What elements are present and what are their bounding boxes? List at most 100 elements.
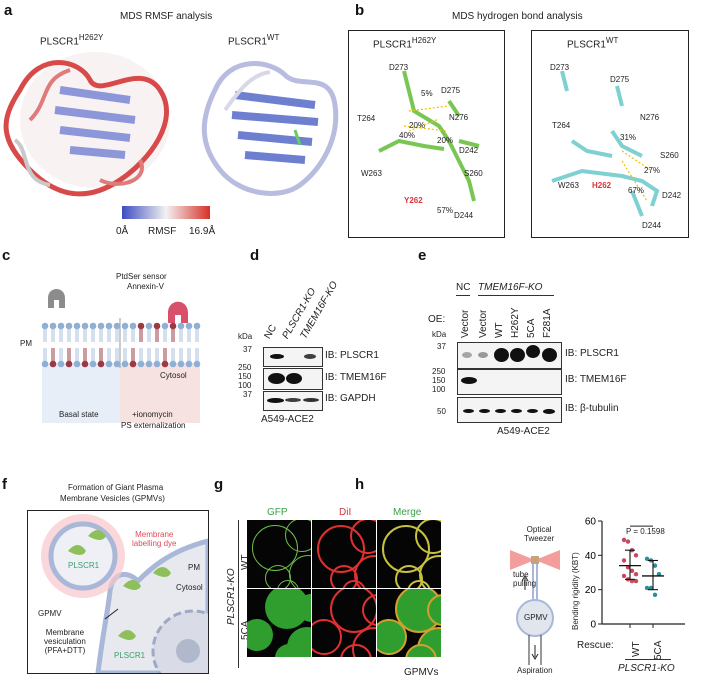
lipid-head (41, 322, 49, 330)
data-point-wt (625, 539, 631, 544)
channel-header-dil: DiI (339, 507, 352, 518)
cell-line-label: A549-ACE2 (497, 426, 550, 437)
lipid-head (177, 360, 185, 368)
data-point-wt (621, 558, 627, 563)
annexin-unbound-icon (48, 289, 65, 308)
lipid-head (105, 322, 113, 330)
lipid-head (185, 322, 193, 330)
mutant-name: PLSCR1 (40, 36, 79, 48)
residue-label: D273 (389, 63, 409, 72)
data-point-5ca (644, 556, 650, 561)
hbond-percent: 31% (620, 133, 637, 142)
f-title-line1: Formation of Giant Plasma (68, 483, 164, 492)
vesicle (330, 589, 376, 633)
oe-label: OE: (428, 314, 446, 325)
hbond-percent: 27% (644, 166, 661, 175)
panel-g-label: g (214, 476, 224, 493)
vesicle (285, 520, 311, 552)
data-point-5ca (652, 563, 658, 568)
treated-region (120, 363, 200, 423)
lane-label: 5CA (526, 318, 537, 338)
lipid-head (49, 322, 57, 330)
dye-line2: labelling dye (132, 539, 177, 548)
group-nc: NC (456, 282, 471, 293)
basal-region (42, 363, 120, 423)
tube-line2: pulling (513, 579, 537, 588)
micrograph-5ca-gfp (247, 589, 311, 657)
lipid-head (49, 360, 57, 368)
marker: 150 (432, 376, 446, 385)
lipid-head (105, 360, 113, 368)
residue-label-y262: Y262 (404, 196, 423, 205)
lipid-head (185, 360, 193, 368)
marker: 50 (437, 407, 446, 416)
protein-label: PLSCR1 (114, 651, 146, 660)
sensor-line2: Annexin-V (127, 282, 164, 291)
residue-label: S260 (464, 169, 483, 178)
lane-label: Vector (478, 309, 489, 338)
tweezer-line1: Optical (526, 525, 552, 534)
group-ko: TMEM16F-KO (478, 282, 542, 293)
protein-label: PLSCR1 (68, 561, 100, 570)
group-label: PLSCR1-KO (226, 568, 237, 625)
lipid-head (65, 360, 73, 368)
wt-structure (201, 61, 339, 196)
lipid-head (129, 322, 137, 330)
hbond-percent: 5% (421, 89, 433, 98)
hbond-mutant-header: PLSCR1H262Y (373, 36, 436, 50)
marker: 250 (432, 367, 446, 376)
residue-label-h262: H262 (592, 181, 612, 190)
residue-label: D273 (550, 63, 570, 72)
lipid-head (145, 360, 153, 368)
marker: 37 (437, 342, 446, 351)
vesic-line3: (PFA+DTT) (44, 646, 86, 655)
channel-header-merge: Merge (393, 507, 422, 518)
vesicle (415, 520, 441, 554)
treated-line1: +ionomycin (132, 410, 173, 419)
marker: 100 (238, 381, 252, 390)
residue-label: D242 (459, 146, 479, 155)
ib-label: IB: GAPDH (325, 393, 376, 404)
lipid-head (161, 322, 169, 330)
micrograph-wt-gfp (247, 520, 311, 588)
kda-label: kDa (238, 332, 253, 341)
residue-label: N276 (449, 113, 469, 122)
wt-sticks (551, 70, 660, 217)
residue-label: T264 (357, 114, 376, 123)
mutant-sticks (378, 70, 480, 202)
lipid-head (81, 322, 89, 330)
vesic-line2: vesiculation (44, 637, 86, 646)
lipid-head (73, 322, 81, 330)
gpmvs-label: GPMVs (404, 667, 439, 678)
panel-b-title: MDS hydrogen bond analysis (452, 11, 583, 22)
lipid-head (193, 360, 201, 368)
p-value-label: P = 0.1598 (626, 527, 665, 536)
panel-a-label: a (4, 2, 13, 19)
blot-tmem16f-e (457, 369, 562, 395)
marker: 100 (432, 385, 446, 394)
micrograph-5ca-dii (312, 589, 376, 657)
y-tick-label: 60 (585, 517, 597, 528)
blot-gapdh (263, 391, 323, 411)
lane-label: WT (494, 322, 505, 338)
annexin-bound-icon (168, 301, 188, 323)
lipid-head (161, 360, 169, 368)
channel-header-gfp: GFP (267, 507, 288, 518)
hbond-box-mutant: PLSCR1H262Y D273 D275 T264 N276 D242 W26… (348, 30, 505, 238)
ib-label: IB: TMEM16F (565, 374, 627, 385)
lipid-head (177, 322, 185, 330)
ib-label: IB: β-tubulin (565, 403, 619, 414)
blot-plscr1-e (457, 342, 562, 369)
residue-label: S260 (660, 151, 679, 160)
vesicle (377, 619, 407, 655)
marker: 37 (243, 345, 252, 354)
panel-e-label: e (418, 247, 427, 264)
wt-sup: WT (266, 33, 280, 42)
marker: 250 (238, 363, 252, 372)
data-point-5ca (648, 585, 654, 591)
lipid-head (57, 322, 65, 330)
